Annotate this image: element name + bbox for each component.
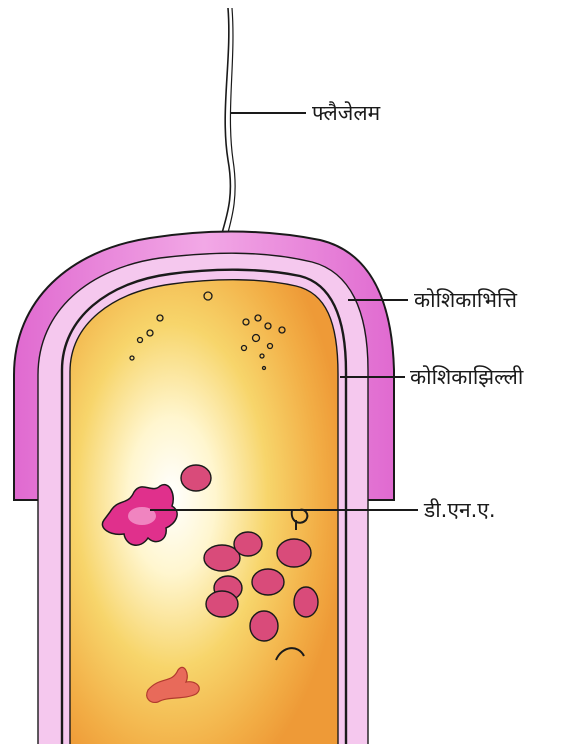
label-cell-membrane: कोशिकाझिल्ली <box>410 365 524 389</box>
label-cell-wall: कोशिकाभित्ति <box>414 288 517 312</box>
label-flagellum: फ्लैजेलम <box>312 101 381 125</box>
label-dna: डी.एन.ए. <box>423 498 496 522</box>
flagellum <box>218 8 235 252</box>
